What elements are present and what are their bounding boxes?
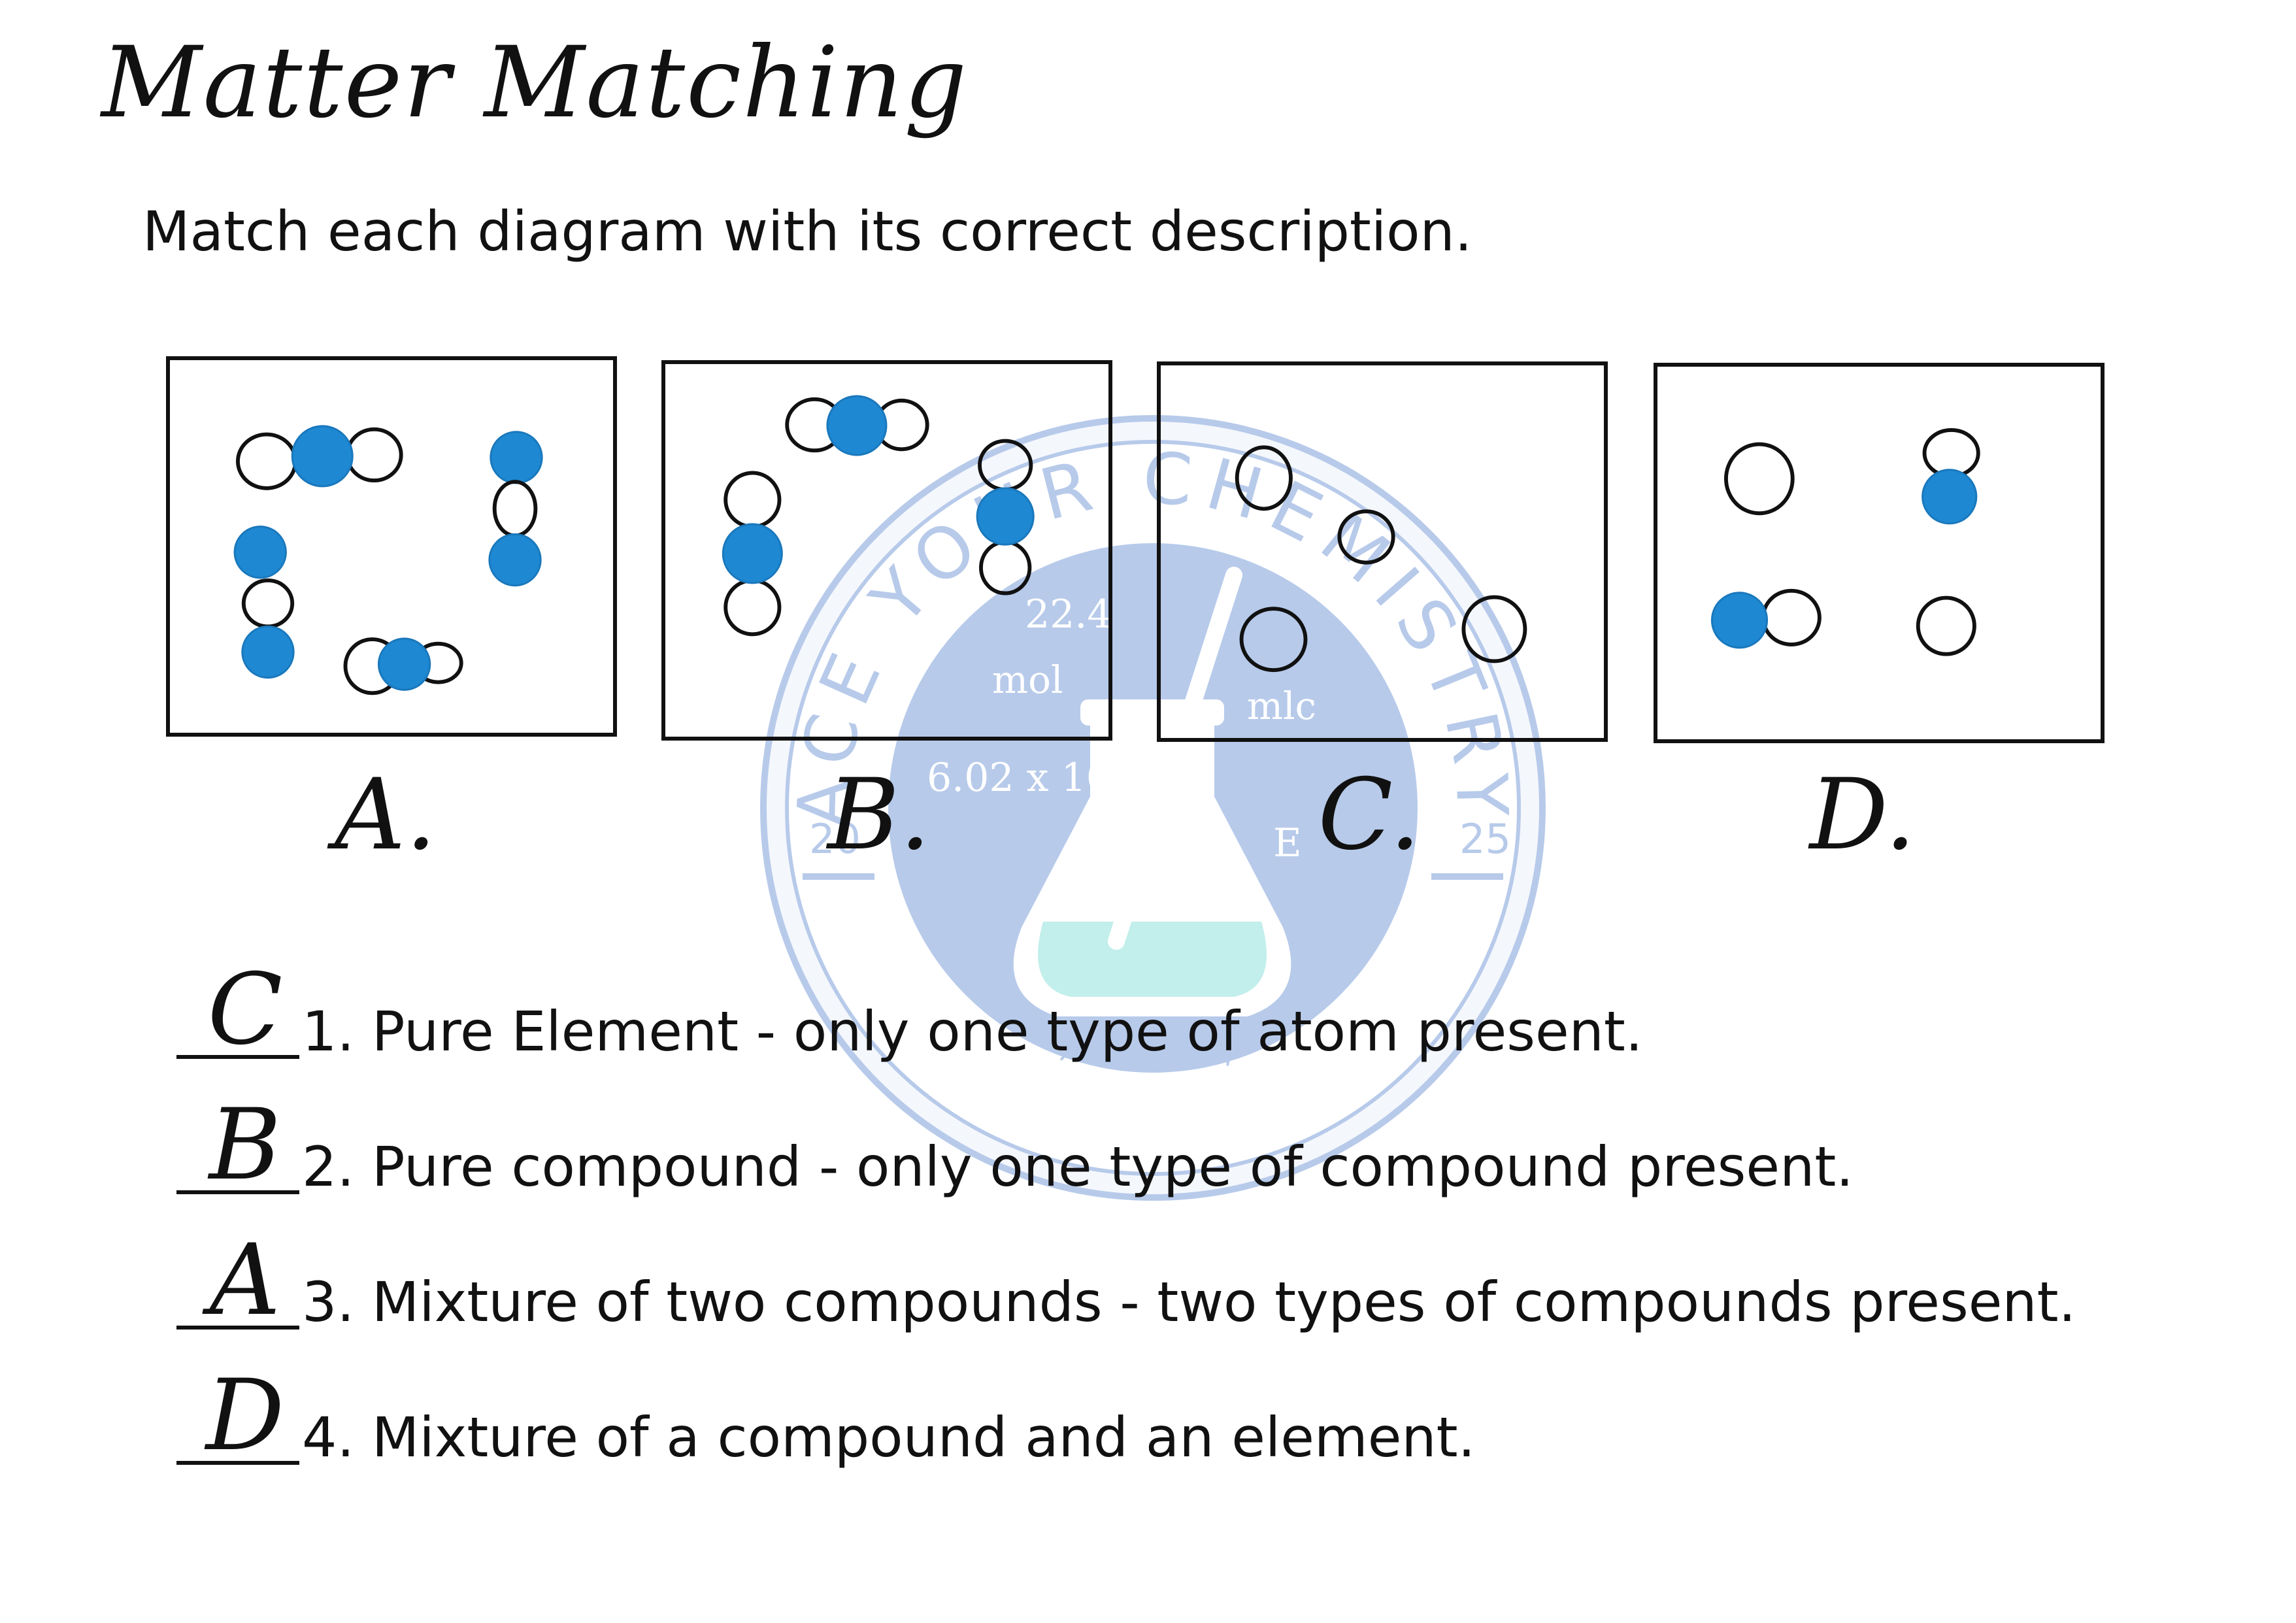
- watermark-year-right: 25: [1459, 815, 1511, 863]
- watermark-unit-2: mlc: [1247, 684, 1316, 728]
- molecule: [785, 395, 929, 456]
- answer-3: A: [209, 1224, 281, 1337]
- watermark-unit-1: mol: [992, 658, 1063, 702]
- molecule: [233, 526, 295, 679]
- molecule: [976, 439, 1035, 595]
- diagram-b-box: [661, 360, 1112, 741]
- question-3-text: 3. Mixture of two compounds - two types …: [302, 1270, 2076, 1334]
- atom: [1461, 595, 1527, 663]
- molecule: [488, 431, 543, 587]
- answer-blank-1[interactable]: C: [176, 961, 299, 1059]
- molecule: [236, 425, 403, 490]
- diagram-d-box: [1654, 363, 2105, 743]
- answer-4: D: [205, 1359, 285, 1473]
- atom: [1916, 595, 1976, 656]
- page-title: Matter Matching: [101, 26, 969, 140]
- atom: [1235, 445, 1293, 511]
- molecule: [343, 637, 463, 695]
- instructions-text: Match each diagram with its correct desc…: [142, 199, 1472, 263]
- watermark-value-1: 22.4: [1025, 592, 1112, 637]
- diagram-a-particles: [233, 425, 543, 695]
- answer-blank-3[interactable]: A: [176, 1231, 299, 1330]
- atom: [1723, 442, 1795, 516]
- question-2-text: 2. Pure compound - only one type of comp…: [302, 1135, 1854, 1199]
- answer-2: B: [208, 1088, 282, 1202]
- atom: [1337, 509, 1395, 565]
- question-4-text: 4. Mixture of a compound and an element.: [302, 1405, 1476, 1469]
- diagram-c-label: C.: [1318, 758, 1421, 872]
- watermark-year-left: 20: [809, 815, 861, 863]
- diagram-a-label: A.: [334, 758, 437, 872]
- ace-your-chemistry-watermark: ACE YOUR CHEMISTRY LEARN, APPLY, GROW 20…: [750, 405, 1546, 1201]
- diagram-b-particles: [722, 395, 1035, 637]
- diagram-d-label: D.: [1809, 758, 1916, 872]
- diagram-d-particles: [1710, 428, 1980, 656]
- diagram-b-label: B.: [827, 758, 931, 872]
- diagram-c-particles: [1235, 445, 1527, 673]
- watermark-value-2: 6.02 x 10²³: [927, 755, 1142, 801]
- flask-icon: [1013, 567, 1291, 1016]
- diagram-a-box: [166, 356, 617, 737]
- atom: [1239, 607, 1308, 673]
- molecule: [722, 471, 783, 637]
- molecule: [1922, 428, 1980, 525]
- diagram-c-box: [1157, 361, 1608, 742]
- question-1-text: 1. Pure Element - only one type of atom …: [302, 999, 1643, 1063]
- answer-blank-4[interactable]: D: [176, 1367, 299, 1465]
- answer-1: C: [207, 953, 283, 1067]
- molecule: [1710, 588, 1822, 649]
- answer-blank-2[interactable]: B: [176, 1096, 299, 1194]
- watermark-unit-3: E: [1273, 820, 1302, 866]
